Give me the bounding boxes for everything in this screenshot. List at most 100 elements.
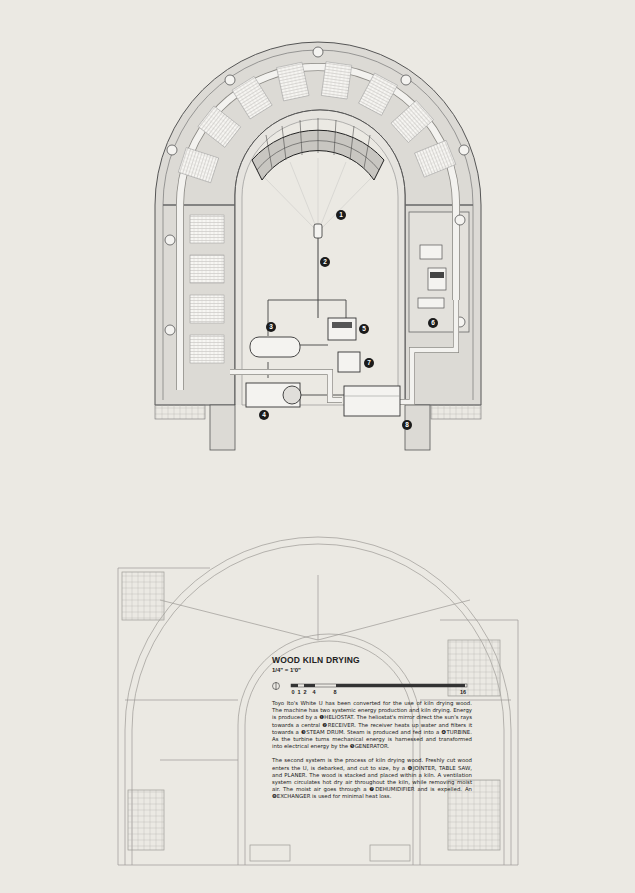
drawing-part: [440, 620, 518, 621]
scale-number: 16: [460, 689, 466, 695]
drawing-part: [250, 337, 300, 357]
drawing-part: [118, 865, 518, 866]
drawing-part: [160, 760, 238, 761]
drawing-part: [210, 405, 235, 450]
drawing-part: [400, 300, 456, 402]
drawing-part: [283, 386, 301, 404]
drawing-part: [291, 684, 467, 687]
drawing-part: [318, 162, 346, 232]
drawing-part: [232, 76, 272, 119]
drawing-part: [359, 73, 398, 115]
drawing-part: [344, 386, 400, 416]
drawing-part: [418, 298, 444, 308]
drawing-part: [180, 67, 456, 390]
drawing-part: [282, 126, 286, 160]
drawing-part: [246, 383, 300, 407]
drawing-part: [155, 42, 481, 405]
drawing-part: [350, 126, 354, 160]
drawing-part: [318, 158, 319, 232]
drawing-part: [334, 120, 336, 155]
drawing-part: [198, 106, 241, 147]
callout-number: 5: [359, 324, 369, 334]
drawing-part: [459, 145, 469, 155]
drawing-part: [276, 682, 277, 690]
drawing-part: [304, 684, 315, 687]
drawing-part: [118, 568, 210, 569]
drawing-part: [165, 235, 175, 245]
drawing-part: [128, 790, 164, 850]
callout-number: 6: [428, 318, 438, 328]
drawing-part: [122, 572, 164, 620]
sheet-title: WOOD KILN DRYING: [272, 655, 360, 665]
scale-number: 8: [333, 689, 336, 695]
callout-number: 4: [259, 410, 269, 420]
drawing-part: [190, 335, 224, 363]
drawing-part: [318, 575, 319, 640]
drawing-part: [225, 75, 235, 85]
drawing-part: [155, 405, 205, 419]
drawing-part: [262, 158, 374, 232]
drawing-part: [262, 175, 318, 232]
scale-number: 4: [312, 689, 315, 695]
drawing-part: [178, 62, 456, 363]
drawing-part: [125, 537, 511, 865]
drawing-part: [518, 620, 519, 865]
drawing-part: [338, 352, 360, 372]
drawing-part: [448, 640, 500, 696]
drawing-part: [118, 568, 119, 865]
drawing-part: [290, 162, 318, 232]
drawing-part: [391, 100, 434, 142]
note-paragraph: Toyo Ito's White U has been converted fo…: [272, 700, 472, 750]
drawing-part: [370, 845, 410, 861]
callout-number: 7: [364, 358, 374, 368]
drawing-part: [300, 120, 302, 155]
drawing-part: [364, 135, 370, 168]
callout-number: 2: [320, 257, 330, 267]
drawing-part: [125, 700, 238, 701]
drawing-part: [328, 318, 356, 340]
scale-bar: [273, 682, 468, 690]
drawing-part: [291, 684, 298, 687]
drawing-part: [431, 405, 481, 419]
scale-number: 0: [291, 689, 294, 695]
drawing-part: [430, 272, 444, 278]
drawing-part: [405, 204, 473, 206]
callout-number: 3: [266, 322, 276, 332]
drawing-part: [190, 215, 224, 243]
drawing-part: [318, 175, 374, 232]
drawing-part: [277, 62, 310, 101]
drawing-part: [268, 300, 318, 336]
drawing-part: [160, 600, 318, 640]
drawing-part: [400, 300, 456, 402]
drawing-part: [321, 62, 351, 99]
drawing-part: [163, 204, 235, 206]
u-building: [155, 42, 481, 450]
drawing-part: [245, 641, 413, 865]
drawing-part: [401, 75, 411, 85]
drawing-part: [318, 300, 346, 318]
drawing-part: [332, 322, 352, 328]
drawing-part: [314, 224, 322, 238]
drawing-part: [318, 118, 319, 153]
scale-number: 1: [297, 689, 300, 695]
energy-plant: [230, 118, 456, 416]
drawing-part: [336, 684, 465, 687]
note-paragraph: The second system is the process of kiln…: [272, 757, 472, 800]
drawing-part: [455, 215, 465, 225]
drawing-part: [300, 345, 328, 346]
drawing-part: [167, 145, 177, 155]
scale-number: 2: [303, 689, 306, 695]
callout-number: 1: [336, 210, 346, 220]
drawing-part: [266, 135, 272, 168]
drawing-part: [178, 147, 218, 182]
drawing-part: [318, 238, 319, 318]
drawing-part: [273, 683, 280, 690]
drawing-part: [238, 634, 420, 865]
drawing-part: [165, 47, 469, 335]
drawing-part: [428, 268, 446, 290]
drawing-part: [235, 110, 405, 405]
floor-plan: [118, 537, 518, 865]
drawing-part: [313, 47, 323, 57]
drawing-part: [250, 845, 290, 861]
